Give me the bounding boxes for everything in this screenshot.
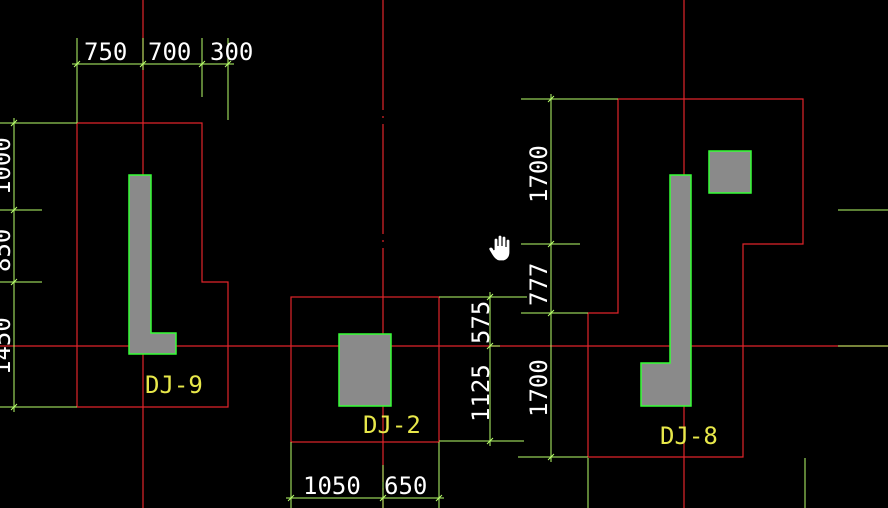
foundation-dj9[interactable]: DJ-9 bbox=[76, 122, 229, 408]
dim-bottom-dj2 bbox=[286, 442, 444, 508]
dim-top-dj9 bbox=[72, 38, 234, 123]
dj2-column bbox=[338, 333, 392, 407]
dj9-column bbox=[128, 174, 177, 355]
edge-lines bbox=[587, 209, 888, 508]
dim-bottom-650: 650 bbox=[384, 472, 427, 500]
dim-left-850: 850 bbox=[0, 229, 16, 272]
dim-left-1450: 1450 bbox=[0, 317, 16, 375]
hand-pan-icon bbox=[488, 234, 511, 262]
dj8-outline bbox=[587, 98, 804, 458]
dj8-label: DJ-8 bbox=[660, 422, 718, 450]
dim-bottom-1050: 1050 bbox=[303, 472, 361, 500]
dim-top-750: 750 bbox=[84, 38, 127, 66]
dj2-label: DJ-2 bbox=[363, 411, 421, 439]
dj8-pier bbox=[708, 150, 752, 194]
dj2-outline bbox=[290, 296, 440, 443]
dj8-column bbox=[640, 174, 692, 407]
dim-mid-vertical bbox=[439, 292, 527, 446]
dim-mid-575: 575 bbox=[467, 301, 495, 344]
foundation-dj2[interactable]: DJ-2 bbox=[290, 296, 440, 443]
dim-right-vertical bbox=[518, 94, 618, 462]
dim-right-1700-bottom: 1700 bbox=[525, 359, 553, 417]
dim-top-300: 300 bbox=[210, 38, 253, 66]
dim-top-700: 700 bbox=[148, 38, 191, 66]
dim-mid-1125: 1125 bbox=[467, 364, 495, 422]
dim-left-dj9 bbox=[0, 118, 77, 412]
foundation-dj8[interactable]: DJ-8 bbox=[587, 98, 804, 458]
dj9-outline bbox=[76, 122, 229, 408]
dim-left-1000: 1000 bbox=[0, 137, 16, 195]
dj9-label: DJ-9 bbox=[145, 371, 203, 399]
dim-right-777: 777 bbox=[525, 263, 553, 306]
dim-right-1700-top: 1700 bbox=[525, 145, 553, 203]
